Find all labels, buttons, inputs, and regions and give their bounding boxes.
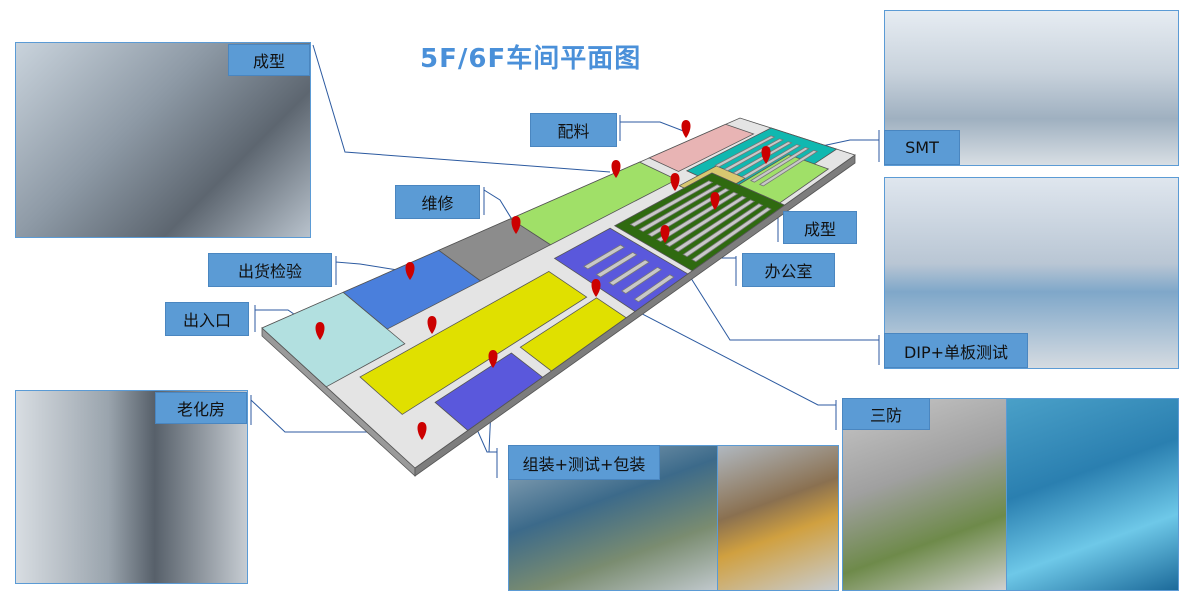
location-pin-icon <box>681 120 691 138</box>
location-pin-icon <box>660 225 670 243</box>
label-assembly-test-packing: 组装+测试+包装 <box>508 445 660 480</box>
location-pin-icon <box>611 160 621 178</box>
dip-line <box>691 206 772 263</box>
dip-line <box>673 199 756 253</box>
dip-line <box>629 180 714 228</box>
leader-line-shipping <box>335 256 411 285</box>
leader-line-molding-photo <box>312 44 611 173</box>
zone-batching <box>648 123 755 172</box>
zone-assembly-2 <box>519 297 627 372</box>
location-pin-icon <box>670 173 680 191</box>
coating-line <box>621 266 663 295</box>
smt-line <box>714 135 776 168</box>
dip-line <box>682 203 764 258</box>
location-pin-icon <box>591 279 601 297</box>
label-aging-room: 老化房 <box>155 392 247 424</box>
label-office: 办公室 <box>742 253 835 287</box>
smt-line <box>741 144 802 179</box>
location-pin-icon <box>511 216 521 234</box>
dip-line <box>664 195 747 248</box>
label-molding-photo: 成型 <box>228 44 310 76</box>
smt-line <box>758 149 819 187</box>
label-entrance: 出入口 <box>165 302 249 336</box>
leader-line-repair <box>483 187 517 227</box>
zone-aging <box>434 352 544 431</box>
label-molding: 成型 <box>783 211 857 244</box>
label-batching: 配料 <box>530 113 617 147</box>
coating-line <box>583 244 626 270</box>
dip-line <box>638 184 722 233</box>
location-pin-icon <box>315 322 325 340</box>
coating-photo-2 <box>1006 398 1179 591</box>
leader-line-coating <box>595 289 837 430</box>
label-repair: 维修 <box>395 185 480 219</box>
zone-assembly-1 <box>359 270 588 415</box>
page-title: 5F/6F车间平面图 <box>420 44 642 74</box>
location-pin-icon <box>710 192 720 210</box>
label-shipping-inspection: 出货检验 <box>208 253 332 287</box>
location-pin-icon <box>761 146 771 164</box>
label-dip-test: DIP+单板测试 <box>884 333 1028 368</box>
assembly-photo-2 <box>717 445 839 591</box>
location-pin-icon <box>488 350 498 368</box>
zone-entrance <box>261 291 406 388</box>
coating-line <box>595 251 638 278</box>
smt-line <box>749 146 810 183</box>
leader-line-dip <box>664 236 880 365</box>
label-conformal-coating: 三防 <box>842 398 930 430</box>
location-pin-icon <box>417 422 427 440</box>
label-smt: SMT <box>884 130 960 165</box>
dip-line <box>647 187 731 238</box>
leader-line-aging <box>250 395 422 433</box>
coating-line <box>633 274 675 303</box>
leader-line-batching <box>619 115 687 141</box>
coating-line <box>608 259 650 286</box>
coating-photo-1 <box>842 398 1007 591</box>
location-pin-icon <box>405 262 415 280</box>
location-pin-icon <box>427 316 437 334</box>
